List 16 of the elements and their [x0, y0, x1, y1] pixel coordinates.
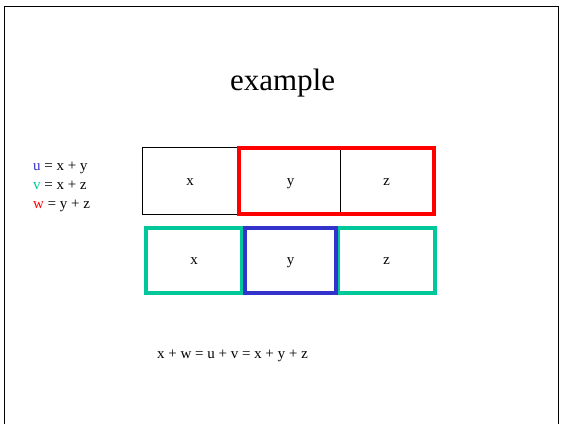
- variable-name: y: [286, 252, 294, 269]
- highlight-frame: [237, 146, 436, 216]
- equation: u = x + y: [33, 158, 88, 175]
- variable-name: z: [383, 252, 390, 269]
- variable-name: y: [286, 172, 294, 190]
- slide-title: example: [228, 62, 336, 98]
- equation-chain: x + w = u + v = x + y + z: [157, 346, 308, 363]
- variable-box: [243, 226, 338, 295]
- variable-box: [142, 147, 238, 215]
- equation: w = y + z: [33, 196, 90, 213]
- variable-box: [336, 226, 437, 295]
- variable-box: [144, 226, 244, 295]
- equation: v = x + z: [33, 177, 87, 194]
- variable-name: x: [190, 252, 198, 269]
- variable-name: z: [383, 172, 390, 190]
- variable-name: x: [186, 172, 194, 190]
